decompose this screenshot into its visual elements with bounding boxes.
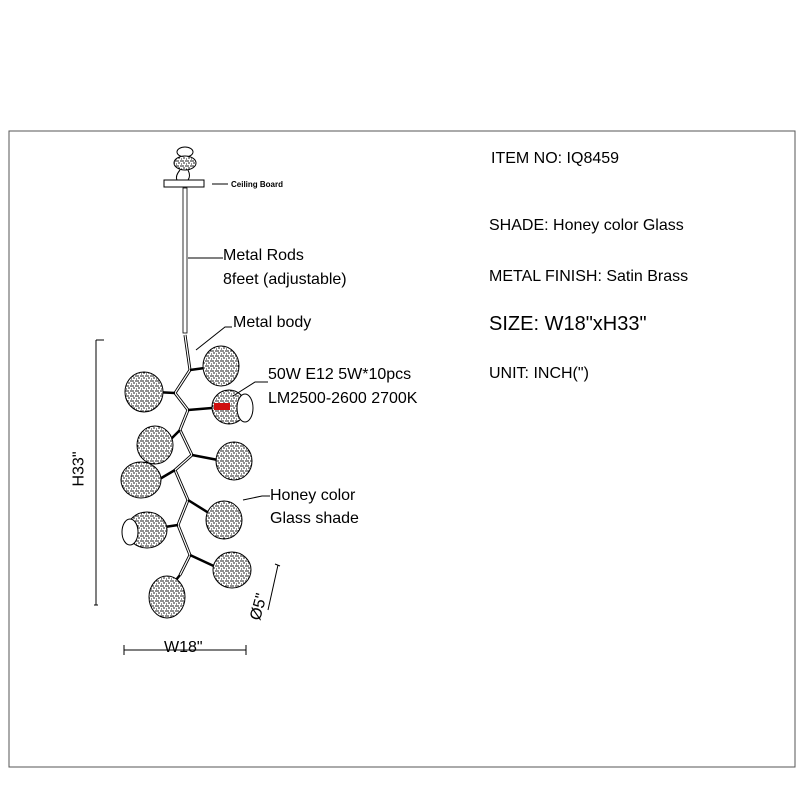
shade-opening xyxy=(236,393,254,423)
ceiling-board-label: Ceiling Board xyxy=(231,180,284,189)
metal-body-label: Metal body xyxy=(233,314,312,331)
bulb-spec: 50W E12 5W*10pcs xyxy=(268,366,412,383)
glass-shades xyxy=(120,345,253,619)
arms xyxy=(154,365,219,586)
glass-shade xyxy=(202,345,240,387)
glass-shade xyxy=(124,371,164,413)
width-dimension: W18" xyxy=(164,639,203,656)
shade-label-2: Glass shade xyxy=(270,510,359,527)
glass-shade xyxy=(205,500,243,540)
height-dimension: H33" xyxy=(70,451,88,487)
shade-opening xyxy=(121,518,139,546)
drawing-frame xyxy=(8,130,796,768)
item-number: ITEM NO: IQ8459 xyxy=(491,150,620,167)
unit-spec: UNIT: INCH(") xyxy=(489,365,589,382)
size-spec: SIZE: W18"xH33" xyxy=(489,313,647,335)
metal-rods-length: 8feet (adjustable) xyxy=(223,271,347,288)
shade-spec: SHADE: Honey color Glass xyxy=(489,217,684,234)
metal-finish-spec: METAL FINISH: Satin Brass xyxy=(489,268,689,285)
shade-label: Honey color xyxy=(270,487,356,504)
ceiling-board xyxy=(163,179,205,188)
bulb-icon xyxy=(214,403,230,410)
glass-shade xyxy=(136,425,174,465)
glass-shade xyxy=(212,551,252,589)
glass-shade xyxy=(215,441,253,481)
glass-shade xyxy=(148,575,186,619)
shade-leader xyxy=(242,495,270,501)
glass-shade xyxy=(120,461,162,499)
metal-rods-label: Metal Rods xyxy=(223,247,304,264)
bulb-leader xyxy=(232,381,268,397)
canopy xyxy=(163,146,205,188)
metal-body-leader xyxy=(195,326,232,351)
bulb-lumens: LM2500-2600 2700K xyxy=(268,390,418,407)
dimension-lines xyxy=(94,339,281,655)
metal-rod xyxy=(182,187,188,334)
